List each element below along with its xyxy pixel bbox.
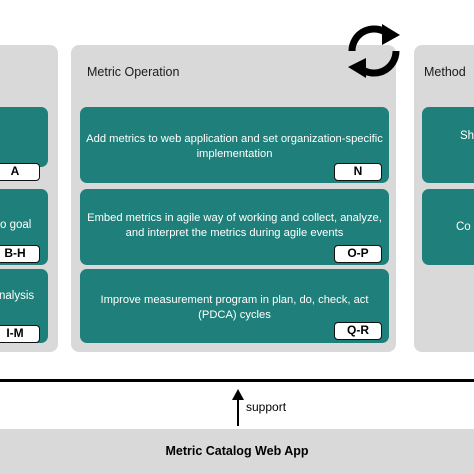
- operation-card-n-text: Add metrics to web application and set o…: [86, 133, 383, 160]
- operation-card-q-r-tag: Q-R: [334, 322, 382, 340]
- left-card-2-text: o goal: [0, 219, 32, 231]
- up-arrow-icon: [232, 389, 244, 400]
- operation-card-n: Add metrics to web application and set o…: [80, 107, 389, 183]
- operation-card-o-p: Embed metrics in agile way of working an…: [80, 189, 389, 265]
- metric-catalog-label: Metric Catalog Web App: [165, 444, 309, 458]
- left-card-3: nalysis I-M: [0, 269, 48, 343]
- metric-operation-panel: Metric Operation Add metrics to web appl…: [71, 45, 396, 352]
- left-panel: A o goal B-H nalysis I-M: [0, 45, 58, 352]
- method-card-1: Sh: [422, 107, 474, 183]
- left-card-1-tag: A: [0, 163, 40, 181]
- operation-card-q-r: Improve measurement program in plan, do,…: [80, 269, 389, 343]
- left-card-2-tag: B-H: [0, 245, 40, 263]
- operation-card-o-p-tag: O-P: [334, 245, 382, 263]
- up-arrow-shaft: [237, 398, 239, 426]
- operation-card-o-p-text: Embed metrics in agile way of working an…: [87, 212, 382, 239]
- method-card-2-text: Co: [456, 221, 471, 233]
- method-card-2: Co: [422, 189, 474, 265]
- operation-card-n-tag: N: [334, 163, 382, 181]
- method-panel: Method Sh Co: [414, 45, 474, 352]
- left-card-3-tag: I-M: [0, 325, 40, 343]
- support-label: support: [246, 400, 287, 414]
- left-card-2: o goal B-H: [0, 189, 48, 265]
- operation-card-q-r-text: Improve measurement program in plan, do,…: [100, 294, 369, 321]
- left-card-3-text: nalysis: [0, 290, 35, 302]
- method-card-1-text: Sh: [460, 130, 474, 142]
- cycle-arrows-icon: [348, 24, 400, 78]
- method-panel-title: Method: [424, 65, 466, 79]
- metric-operation-title: Metric Operation: [87, 65, 180, 79]
- left-card-1: A: [0, 107, 48, 181]
- metric-catalog-bar: Metric Catalog Web App: [0, 429, 474, 474]
